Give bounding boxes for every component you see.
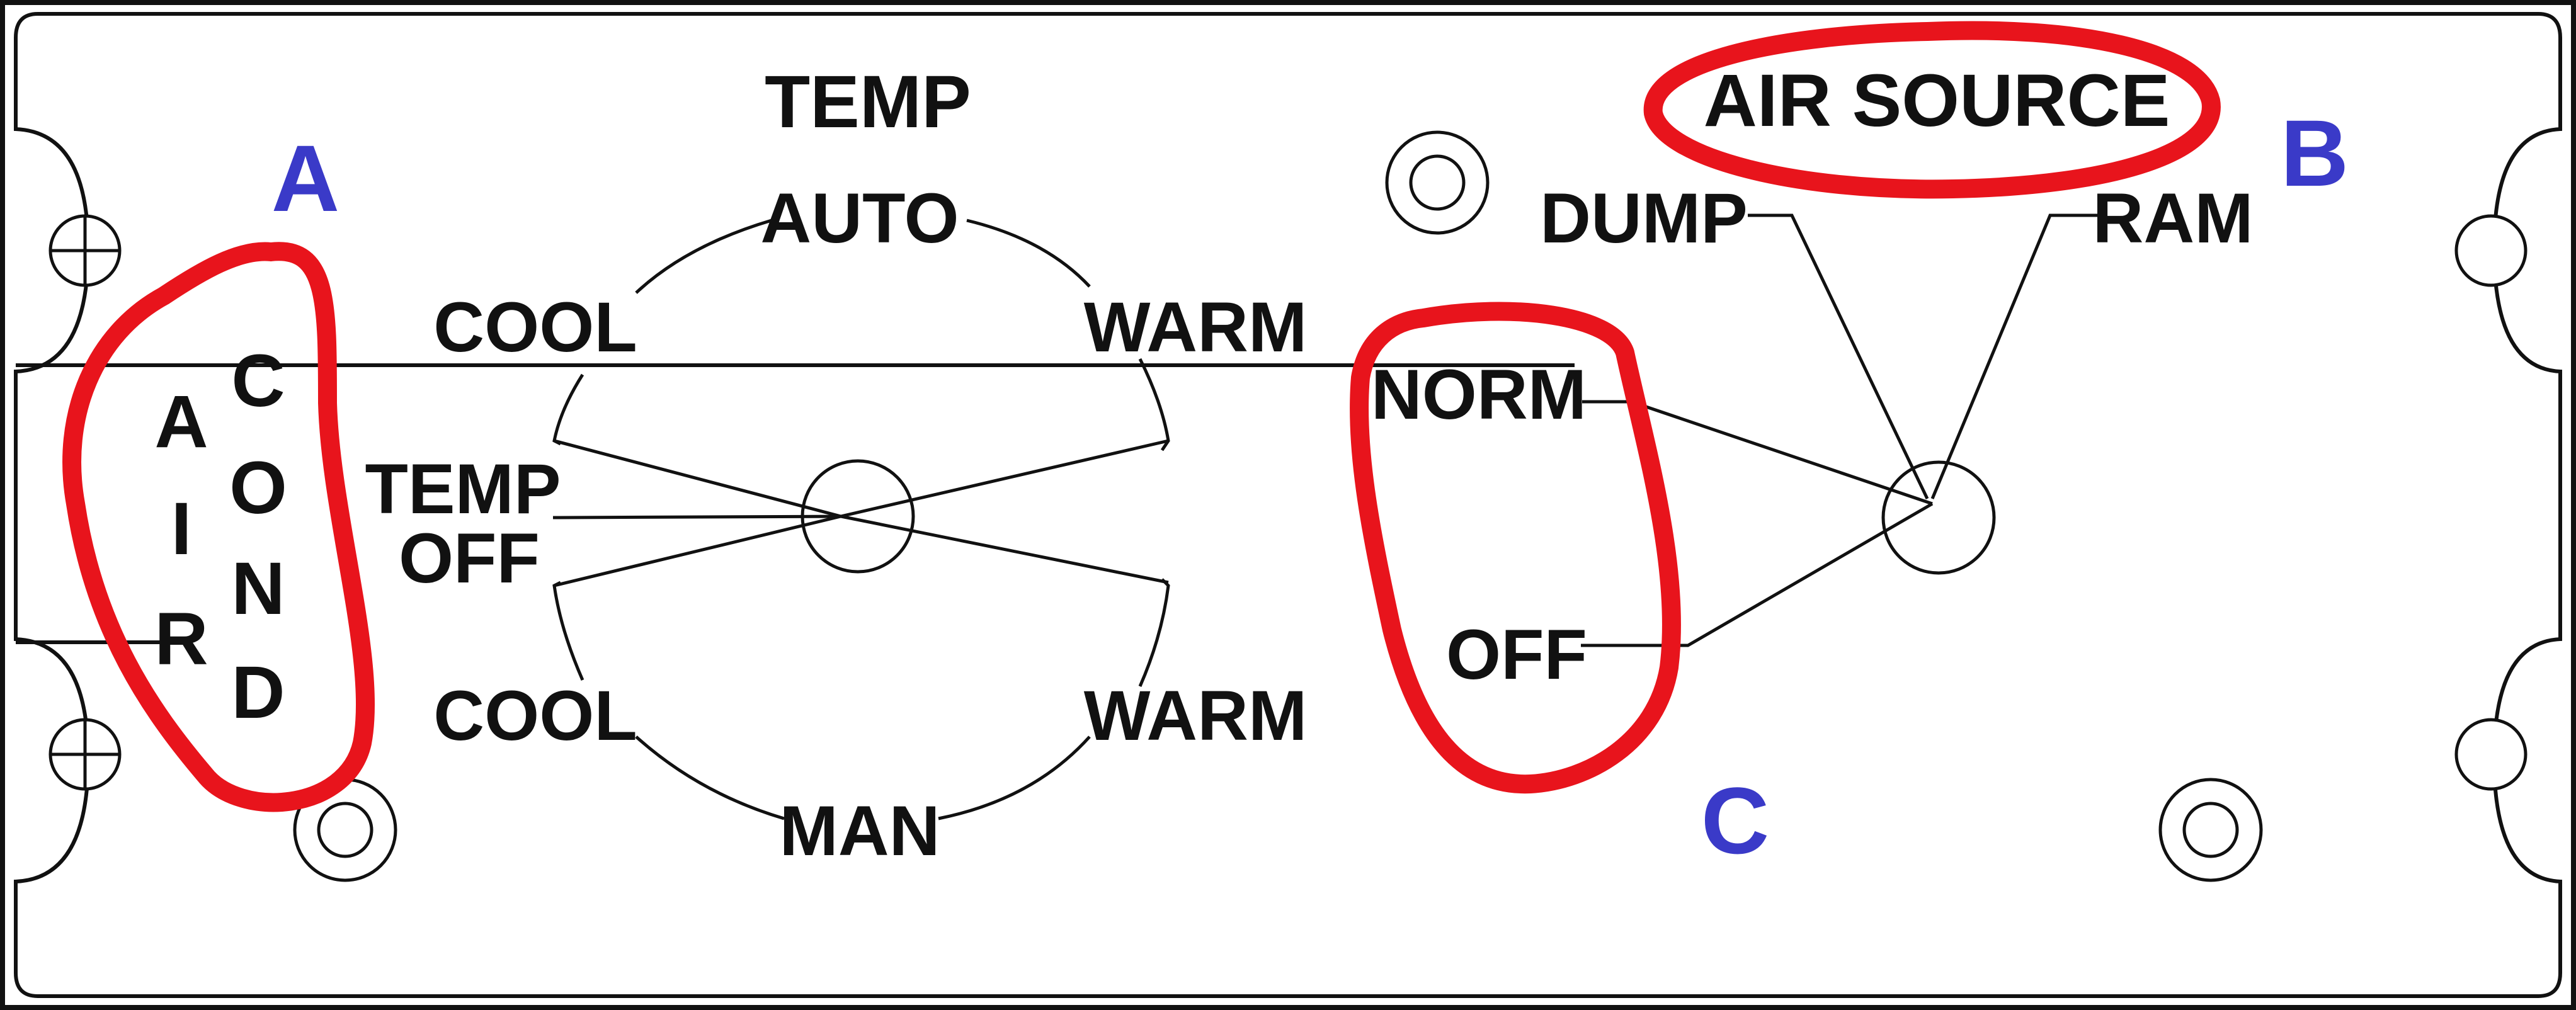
temp-leader-warm-lower [840, 514, 1169, 584]
temp-leader-cool-lower [554, 514, 841, 587]
temp-scale-arc-left-lower [552, 581, 584, 681]
air-source-norm-label: NORM [1371, 355, 1587, 434]
air-cond-letter: D [231, 651, 285, 734]
fastener-lower-right [2158, 778, 2263, 882]
air-cond-label: A I R C O N D [154, 339, 287, 734]
temp-scale-arc-upper-left [635, 218, 772, 294]
air-source-selector: AIR SOURCE DUMP RAM NORM OFF [1371, 59, 2254, 694]
temp-scale-arc-right-lower [1138, 578, 1170, 688]
temp-selector: TEMP AUTO COOL WARM TEMP OFF COOL WARM M… [365, 60, 1307, 870]
marker-label-c: C [1701, 768, 1769, 873]
mount-screw-bottom-left [48, 718, 122, 791]
air-cond-letter: C [231, 339, 285, 423]
temp-off-label-line1: TEMP [365, 450, 561, 528]
air-source-title: AIR SOURCE [1704, 59, 2170, 142]
temp-leader-off [552, 514, 848, 519]
highlight-outline-norm-off [1350, 302, 1681, 794]
temp-title: TEMP [765, 60, 971, 144]
mount-screw-top-left [48, 214, 122, 287]
air-source-off-label: OFF [1446, 615, 1587, 694]
air-source-leader-ram [1930, 213, 2107, 499]
temp-scale-arc-left-upper [552, 373, 584, 446]
mount-hole-bottom-right [2454, 718, 2528, 791]
temp-scale-arc-lower-right [938, 735, 1091, 820]
temp-warm-lower-label: WARM [1084, 676, 1308, 755]
air-source-leader-off [1581, 502, 1934, 647]
temp-scale-arc-right-upper [1138, 358, 1170, 451]
air-cond-letter: R [154, 598, 208, 681]
highlight-annotations: A B C [62, 21, 2349, 873]
temp-leader-cool-upper [554, 439, 841, 518]
panel-inner-line [16, 363, 1575, 644]
air-cond-letter: I [171, 487, 192, 570]
temp-selector-knob[interactable] [801, 459, 915, 574]
temp-cool-lower-label: COOL [433, 676, 637, 755]
air-source-ram-label: RAM [2092, 179, 2253, 258]
air-cond-letter: A [154, 380, 208, 463]
air-source-leader-dump [1748, 213, 1929, 500]
marker-label-a: A [271, 125, 339, 231]
temp-off-label-line2: OFF [399, 519, 540, 598]
temp-cool-upper-label: COOL [433, 288, 637, 366]
fastener-upper-middle [1385, 130, 1490, 235]
temp-auto-label: AUTO [760, 179, 959, 258]
temp-leader-warm-upper [840, 439, 1169, 518]
highlight-outline-air-source [1643, 21, 2221, 199]
highlight-outline-air-cond [62, 242, 375, 812]
air-cond-letter: N [231, 547, 285, 630]
marker-label-b: B [2281, 100, 2349, 206]
air-source-selector-knob[interactable] [1881, 460, 1996, 575]
air-cond-letter: O [229, 446, 287, 530]
mount-hole-top-right [2454, 214, 2528, 287]
fastener-lower-left [293, 778, 397, 882]
air-source-dump-label: DUMP [1540, 179, 1748, 258]
temp-scale-arc-upper-right [966, 218, 1091, 288]
temp-warm-upper-label: WARM [1084, 288, 1308, 366]
temp-scale-arc-lower-left [635, 735, 785, 820]
temp-man-label: MAN [779, 792, 940, 870]
